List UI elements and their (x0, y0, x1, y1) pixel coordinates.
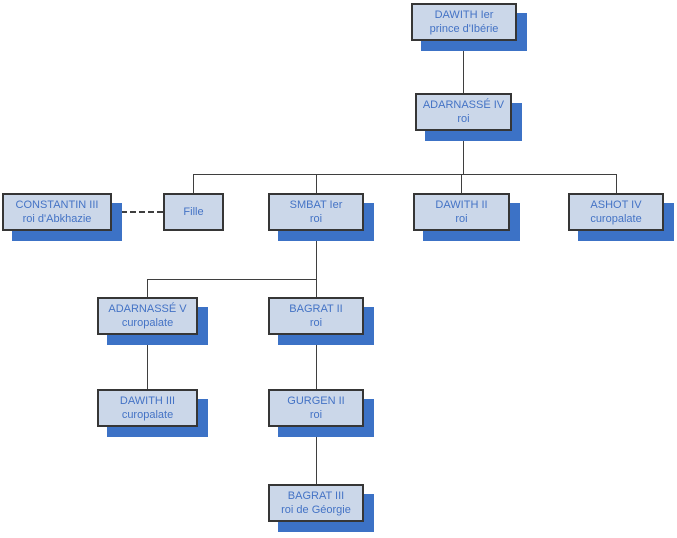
tree-node-bagrat-2: BAGRAT II roi (268, 297, 374, 345)
node-name: DAWITH III (119, 395, 176, 407)
node-title: roi (457, 113, 470, 125)
node-box: ASHOT IV curopalate (568, 193, 664, 231)
tree-node-constantin-3: CONSTANTIN III roi d'Abkhazie (2, 193, 122, 241)
tree-node-bagrat-3: BAGRAT III roi de Géorgie (268, 484, 374, 532)
tree-node-adarnasse-4: ADARNASSÉ IV roi (415, 93, 522, 141)
node-title: curopalate (590, 213, 642, 225)
connector-dawith1-to-adarnasse4 (463, 41, 464, 93)
connector-gurgen2-to-bagrat3 (316, 427, 317, 484)
node-title: curopalate (121, 317, 174, 329)
connector-bagrat2-to-gurgen2 (316, 335, 317, 389)
tree-node-smbat-1: SMBAT Ier roi (268, 193, 374, 241)
node-box: DAWITH III curopalate (97, 389, 198, 427)
node-name: SMBAT Ier (289, 199, 343, 211)
node-name: ADARNASSÉ V (108, 303, 187, 315)
connector-adarnasse5-to-dawith3 (147, 335, 148, 389)
tree-node-gurgen-2: GURGEN II roi (268, 389, 374, 437)
node-box: GURGEN II roi (268, 389, 364, 427)
node-title: curopalate (121, 409, 174, 421)
node-title: roi (309, 317, 323, 329)
node-box: DAWITH II roi (413, 193, 510, 231)
node-box: BAGRAT II roi (268, 297, 364, 335)
node-title: roi (309, 409, 323, 421)
node-name: CONSTANTIN III (15, 199, 99, 211)
connector-children-branch-row3 (193, 174, 617, 175)
connector-drop-ashot4 (616, 174, 617, 193)
node-box: ADARNASSÉ V curopalate (97, 297, 198, 335)
node-name: BAGRAT III (287, 490, 345, 502)
node-title: roi d'Abkhazie (22, 213, 92, 225)
tree-node-dawith-1: DAWITH Ier prince d'Ibérie (411, 3, 527, 51)
node-box: CONSTANTIN III roi d'Abkhazie (2, 193, 112, 231)
node-title: roi (455, 213, 468, 225)
node-title: prince d'Ibérie (429, 23, 499, 35)
node-name: BAGRAT II (289, 303, 343, 315)
connector-marriage-constantin-fille (112, 211, 163, 213)
connector-adarnasse4-to-branch (463, 131, 464, 174)
connector-drop-smbat1 (316, 174, 317, 193)
node-box: SMBAT Ier roi (268, 193, 364, 231)
node-name: ADARNASSÉ IV (422, 99, 505, 111)
connector-children-branch-row4 (147, 279, 316, 280)
node-box: DAWITH Ier prince d'Ibérie (411, 3, 517, 41)
node-box: Fille (163, 193, 224, 231)
node-name: GURGEN II (287, 395, 345, 407)
tree-node-dawith-2: DAWITH II roi (413, 193, 520, 241)
node-box: ADARNASSÉ IV roi (415, 93, 512, 131)
node-name: Fille (183, 206, 204, 218)
node-box: BAGRAT III roi de Géorgie (268, 484, 364, 522)
connector-drop-adarnasse5 (147, 279, 148, 297)
tree-node-ashot-4: ASHOT IV curopalate (568, 193, 674, 241)
tree-node-dawith-3: DAWITH III curopalate (97, 389, 208, 437)
connector-drop-bagrat2 (316, 279, 317, 297)
tree-node-fille: Fille (163, 193, 224, 231)
connector-drop-dawith2 (461, 174, 462, 193)
node-name: DAWITH Ier (434, 9, 494, 21)
node-title: roi de Géorgie (281, 504, 351, 516)
node-name: ASHOT IV (590, 199, 642, 211)
connector-smbat1-to-branch (316, 231, 317, 279)
tree-node-adarnasse-5: ADARNASSÉ V curopalate (97, 297, 208, 345)
connector-drop-fille (193, 174, 194, 193)
node-name: DAWITH II (435, 199, 488, 211)
node-title: roi (309, 213, 323, 225)
